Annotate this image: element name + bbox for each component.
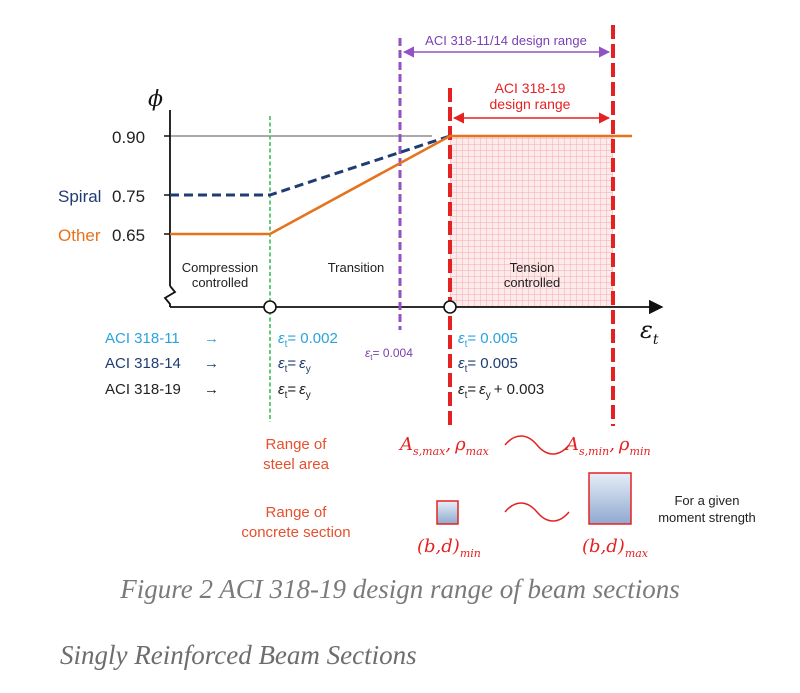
- c19-left-strain: εt=εy: [278, 381, 311, 401]
- max-section-box: [588, 472, 632, 525]
- compression-zone-label-2: controlled: [192, 275, 248, 290]
- aci-design-range-diagram: ϕ εt 0.90 Spiral 0.75 Other 0.65 Compres…: [58, 25, 756, 560]
- aci-318-14-label: ACI 318-14: [105, 355, 181, 372]
- tension-zone-hatch: [450, 136, 613, 307]
- x-axis-symbol: εt: [640, 316, 659, 348]
- as-max-rho-max-label: As,max,ρmax: [398, 434, 490, 458]
- aci-19-range-label-2: design range: [490, 96, 571, 112]
- aci-318-11-arrow: →: [204, 330, 219, 347]
- bd-max-label: (b,d)max: [582, 536, 649, 560]
- c14-left-strain: εt=εy: [278, 355, 311, 375]
- aci-318-11-label: ACI 318-11: [105, 330, 180, 347]
- section-heading: Singly Reinforced Beam Sections: [60, 640, 417, 670]
- c11-right-strain: εt= 0.005: [458, 330, 518, 350]
- steel-area-label-1: Range of: [266, 436, 328, 453]
- bd-min-label: (b,d)min: [417, 536, 481, 560]
- tension-zone-label-1: Tension: [510, 260, 555, 275]
- concrete-section-label-2: concrete section: [241, 524, 350, 541]
- epsilon-tension-marker: [443, 300, 457, 314]
- axis-break-icon: [163, 285, 177, 307]
- y-tick-label-065: 0.65: [112, 226, 145, 245]
- tilde-connector-concrete: [504, 502, 570, 522]
- epsilon-y-marker: [263, 300, 277, 314]
- min-section-box: [436, 500, 459, 525]
- aci-19-range-label-1: ACI 318-19: [495, 80, 566, 96]
- transition-zone-label: Transition: [328, 260, 385, 275]
- concrete-section-label-1: Range of: [266, 504, 328, 521]
- spiral-phi-curve: [170, 134, 451, 197]
- tilde-connector-steel: [504, 435, 570, 455]
- aci-318-19-arrow: →: [204, 381, 219, 398]
- aci-318-19-label: ACI 318-19: [105, 381, 181, 398]
- mid-strain-value: εt= 0.004: [365, 346, 413, 362]
- other-label: Other: [58, 226, 101, 245]
- tension-zone-label-2: controlled: [504, 275, 560, 290]
- y-tick-label-075: 0.75: [112, 187, 145, 206]
- y-axis-symbol: ϕ: [148, 87, 163, 112]
- aci-11-14-range-label: ACI 318-11/14 design range: [425, 33, 587, 48]
- aci-318-14-arrow: →: [204, 355, 219, 372]
- compression-zone-label-1: Compression: [182, 260, 259, 275]
- c14-right-strain: εt= 0.005: [458, 355, 518, 375]
- given-strength-label-2: moment strength: [658, 510, 756, 525]
- y-tick-label-090: 0.90: [112, 128, 145, 147]
- given-strength-label-1: For a given: [674, 493, 739, 508]
- c19-right-strain: εt=εy+ 0.003: [458, 381, 544, 401]
- spiral-label: Spiral: [58, 187, 101, 206]
- as-min-rho-min-label: As,min,ρmin: [564, 434, 651, 458]
- figure-caption: Figure 2 ACI 318-19 design range of beam…: [120, 574, 680, 604]
- c11-left-strain: εt= 0.002: [278, 330, 338, 350]
- steel-area-label-2: steel area: [263, 456, 330, 473]
- other-phi-curve: [170, 134, 632, 236]
